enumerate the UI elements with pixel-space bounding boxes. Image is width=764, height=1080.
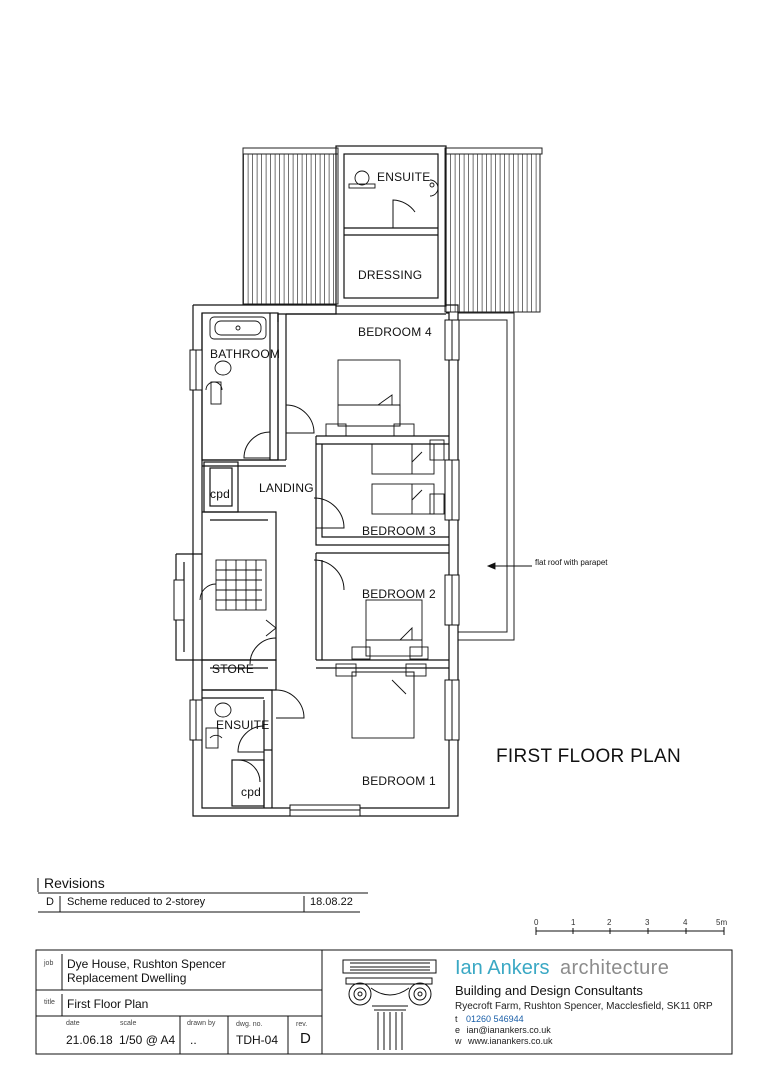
- firm-web[interactable]: www.ianankers.co.uk: [468, 1036, 553, 1046]
- scale-tick-0: 0: [534, 918, 539, 927]
- room-label-store: STORE: [212, 662, 255, 676]
- date-value: 21.06.18: [66, 1033, 113, 1047]
- flat-roof-annotation: flat roof with parapet: [535, 558, 608, 567]
- firm-address: Ryecroft Farm, Rushton Spencer, Macclesf…: [455, 1001, 713, 1012]
- room-label-bedroom3: BEDROOM 3: [362, 524, 436, 538]
- room-label-ensuite-bottom: ENSUITE: [216, 718, 270, 732]
- job-label: job: [44, 960, 54, 967]
- column-logo-icon: [342, 959, 437, 1050]
- beds: [325, 359, 445, 739]
- scale-tick-4: 4: [683, 918, 688, 927]
- firm-email-row: e ian@ianankers.co.uk: [455, 1025, 551, 1035]
- room-label-bedroom2: BEDROOM 2: [362, 587, 436, 601]
- room-label-landing: LANDING: [259, 481, 314, 495]
- revision-description: Scheme reduced to 2-storey: [67, 896, 206, 908]
- firm-phone-row: t 01260 546944: [455, 1014, 524, 1024]
- phone-prefix: t: [455, 1014, 458, 1024]
- sanitaryware: [205, 170, 439, 749]
- scale-label: scale: [120, 1020, 137, 1027]
- dwg-no-label: dwg. no.: [236, 1021, 263, 1028]
- rev-label: rev.: [296, 1021, 308, 1028]
- firm-name-part2: architecture: [559, 957, 670, 979]
- scale-tick-2: 2: [607, 918, 612, 927]
- door-swings: [237, 199, 416, 783]
- room-label-ensuite-top: ENSUITE: [377, 170, 431, 184]
- job-line-1: Dye House, Rushton Spencer: [67, 957, 226, 971]
- web-prefix: w: [455, 1036, 462, 1046]
- firm-name: Ian Ankers architecture: [455, 957, 669, 980]
- scale-bar: [535, 927, 725, 935]
- email-prefix: e: [455, 1025, 461, 1035]
- job-line-2: Replacement Dwelling: [67, 971, 187, 985]
- dwg-no-value: TDH-04: [236, 1033, 279, 1047]
- room-label-bedroom1: BEDROOM 1: [362, 774, 436, 788]
- title-block-frame: [35, 949, 733, 1055]
- revision-letter: D: [46, 896, 54, 908]
- firm-tagline: Building and Design Consultants: [455, 983, 643, 998]
- scale-tick-1: 1: [571, 918, 576, 927]
- plan-title: FIRST FLOOR PLAN: [496, 746, 681, 767]
- scale-value: 1/50 @ A4: [119, 1033, 176, 1047]
- scale-tick-3: 3: [645, 918, 650, 927]
- date-label: date: [66, 1020, 80, 1027]
- flat-roof-left: [242, 151, 339, 305]
- windows: [173, 319, 460, 817]
- flat-roof-leader: [486, 562, 532, 570]
- scale-tick-5: 5m: [716, 918, 728, 927]
- room-label-bedroom4: BEDROOM 4: [358, 325, 432, 339]
- flat-roof-right: [444, 151, 541, 313]
- title-value: First Floor Plan: [67, 997, 149, 1011]
- firm-email[interactable]: ian@ianankers.co.uk: [466, 1025, 551, 1035]
- room-label-cpd-bottom: cpd: [241, 785, 261, 799]
- room-label-bathroom: BATHROOM: [210, 347, 281, 361]
- rev-value: D: [300, 1030, 311, 1047]
- revision-date: 18.08.22: [310, 896, 353, 908]
- drawn-by-label: drawn by: [187, 1020, 216, 1027]
- exterior-walls: [175, 145, 459, 817]
- room-label-cpd-top: cpd: [210, 487, 230, 501]
- firm-name-part1: Ian Ankers: [455, 957, 550, 979]
- staircase: [199, 559, 277, 637]
- room-label-dressing: DRESSING: [358, 268, 423, 282]
- firm-web-row: w www.ianankers.co.uk: [455, 1036, 553, 1046]
- firm-phone[interactable]: 01260 546944: [466, 1014, 524, 1024]
- drawn-by-value: ..: [190, 1033, 197, 1047]
- revisions-table-lines: [37, 878, 368, 913]
- flat-roof-parapet: [458, 312, 515, 641]
- revisions-heading: Revisions: [44, 875, 105, 891]
- title-label: title: [44, 999, 55, 1006]
